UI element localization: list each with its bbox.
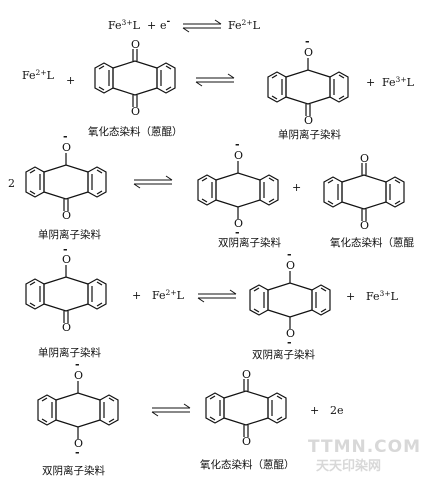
equation-1: Fe3+L + e- Fe2+L: [108, 17, 261, 33]
two-electrons: 2e: [330, 404, 344, 417]
equilibrium-arrow: [133, 175, 173, 189]
plus-sign: +: [346, 290, 355, 303]
dianion-label: 双阴离子染料: [252, 348, 315, 361]
oxidized-dye-label: 氧化态染料（蒽醌）: [200, 458, 295, 471]
equation-3: 2 O - O 单阴离子染料 O - O - 双阴离子染料 + O O 氧化态染…: [8, 130, 414, 249]
anion-charge: -: [63, 243, 68, 256]
oxygen-atom: O: [74, 437, 83, 450]
coefficient-two: 2: [8, 177, 15, 190]
oxygen-atom: O: [62, 209, 71, 222]
fe3l-reactant: Fe3+L: [108, 18, 141, 32]
oxygen-atom: O: [62, 141, 71, 154]
anion-charge: -: [287, 336, 292, 349]
electron: e-: [160, 17, 171, 32]
monoanion-structure: [267, 57, 349, 117]
plus-sign: +: [310, 404, 319, 417]
watermark-subtext: 天天印染网: [316, 458, 381, 474]
equilibrium-arrow: [182, 19, 222, 33]
anion-charge: -: [235, 138, 240, 151]
equilibrium-arrow: [197, 289, 237, 303]
oxygen-atom: O: [242, 435, 251, 448]
dianion-label: 双阴离子染料: [218, 236, 281, 249]
plus-sign: +: [66, 74, 75, 87]
oxygen-atom: O: [74, 369, 83, 382]
anthraquinone-structure: [94, 48, 176, 108]
monoanion-label: 单阴离子染料: [38, 228, 101, 241]
equilibrium-arrow: [151, 403, 191, 417]
oxygen-atom: O: [234, 149, 243, 162]
fe3l-product: Fe3+L: [382, 75, 415, 89]
anthraquinone-structure: [323, 162, 405, 222]
oxygen-atom: O: [131, 105, 140, 118]
oxygen-atom: O: [62, 253, 71, 266]
anion-charge: -: [63, 130, 68, 143]
plus-sign: +: [147, 19, 156, 32]
equilibrium-arrow: [195, 73, 235, 87]
fe2l-product: Fe2+L: [228, 18, 261, 32]
plus-sign: +: [366, 76, 375, 89]
equation-5: O - O - 双阴离子染料 O O 氧化态染料（蒽醌） + 2e: [37, 358, 344, 477]
oxygen-atom: O: [242, 368, 251, 381]
equation-4: O - O 单阴离子染料 + Fe2+L O - O - 双阴离子染料 + Fe…: [25, 243, 399, 361]
dianion-label: 双阴离子染料: [42, 464, 105, 477]
watermark-text: TTMN.COM: [308, 437, 421, 457]
anion-charge: -: [235, 226, 240, 239]
fe2l-reactant: Fe2+L: [152, 288, 185, 302]
oxygen-atom: O: [286, 259, 295, 272]
monoanion-label: 单阴离子染料: [278, 128, 341, 141]
oxygen-atom: O: [234, 217, 243, 230]
plus-sign: +: [292, 181, 301, 194]
oxygen-atom: O: [360, 152, 369, 165]
oxidized-dye-label: 氧化态染料（蒽醌: [330, 236, 414, 249]
anion-charge: -: [305, 35, 310, 48]
dianion-structure: [37, 380, 119, 440]
monoanion-structure: [25, 264, 107, 324]
oxygen-atom: O: [304, 114, 313, 127]
monoanion-structure: [25, 152, 107, 212]
anion-charge: -: [75, 358, 80, 371]
oxygen-atom: O: [360, 219, 369, 232]
oxidized-dye-label: 氧化态染料（蒽醌）: [88, 125, 183, 138]
oxygen-atom: O: [304, 46, 313, 59]
fe3l-product: Fe3+L: [366, 289, 399, 303]
dianion-structure: [197, 160, 279, 220]
oxygen-atom: O: [62, 321, 71, 334]
anthraquinone-structure: [205, 378, 287, 438]
dianion-structure: [249, 270, 331, 330]
oxygen-atom: O: [286, 327, 295, 340]
fe2l-reactant: Fe2+L: [22, 68, 55, 82]
plus-sign: +: [132, 289, 141, 302]
oxygen-atom: O: [131, 38, 140, 51]
anion-charge: -: [287, 248, 292, 261]
equation-2: Fe2+L + O O 氧化态染料（蒽醌） O - O 单阴离子染料 + Fe3…: [22, 35, 415, 141]
anion-charge: -: [75, 446, 80, 459]
monoanion-label: 单阴离子染料: [38, 346, 101, 359]
